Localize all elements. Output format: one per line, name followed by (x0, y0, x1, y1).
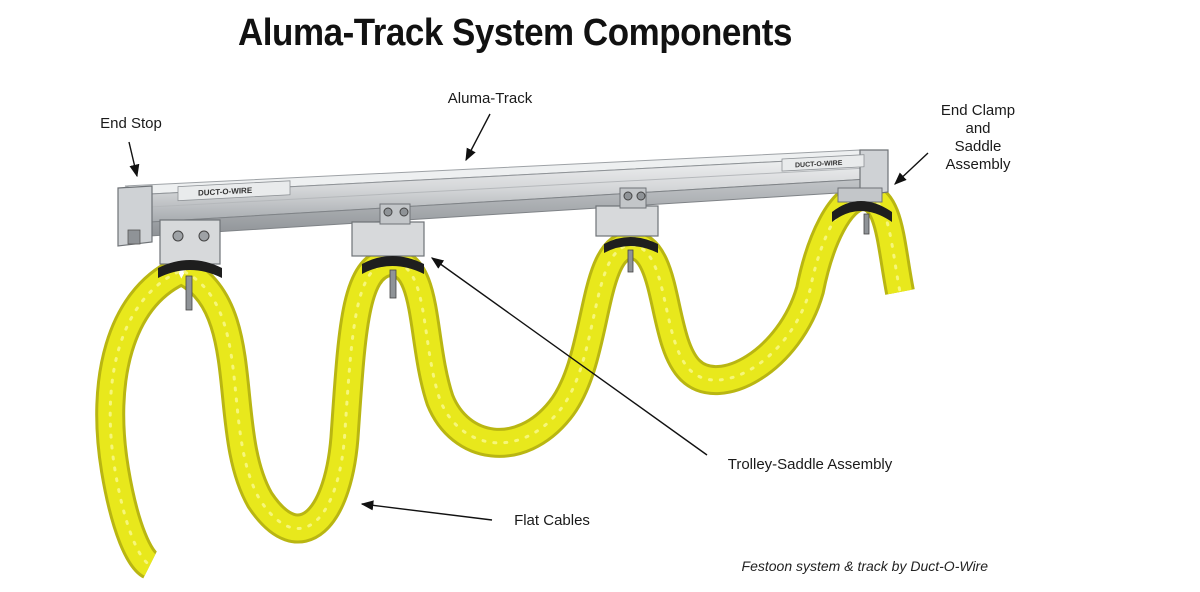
track-logo-plate-right (781, 154, 865, 172)
trolley-saddle-2 (595, 187, 659, 273)
label-end-stop: End Stop (100, 115, 162, 132)
label-end-clamp-line-4: Assembly (945, 156, 1011, 173)
arrow-trolley-saddle (430, 257, 708, 456)
flat-cables (95, 180, 915, 579)
arrow-end-stop (128, 141, 140, 178)
label-flat-cables: Flat Cables (514, 512, 590, 529)
arrow-flat-cables (360, 500, 493, 521)
end-clamp-left (158, 219, 222, 311)
end-clamp-right (832, 187, 892, 235)
flat-cable-main (98, 183, 912, 576)
track-logo-right: DUCT-O-WIRE (795, 160, 843, 169)
diagram-title: Aluma-Track System Components (238, 12, 792, 54)
label-end-clamp-saddle-assembly: End Clamp and Saddle Assembly (920, 102, 1036, 174)
label-end-clamp-line-2: and (965, 120, 991, 137)
pointer-arrows (128, 113, 929, 521)
image-credit: Festoon system & track by Duct-O-Wire (741, 558, 988, 574)
label-end-clamp-line-3: Saddle (954, 138, 1002, 155)
track-logo-plate-left (177, 180, 291, 202)
track-logo-left: DUCT-O-WIRE (198, 186, 253, 198)
label-aluma-track: Aluma-Track (447, 90, 533, 107)
trolley-saddle-1 (351, 203, 425, 299)
flat-cable-highlight (108, 194, 902, 567)
aluma-track: DUCT-O-WIRE DUCT-O-WIRE (117, 149, 889, 247)
arrow-aluma-track (465, 113, 491, 162)
end-stop-plate (117, 185, 153, 247)
label-end-clamp-line-1: End Clamp (940, 102, 1016, 119)
label-trolley-saddle-assembly: Trolley-Saddle Assembly (727, 456, 893, 473)
arrow-end-clamp (894, 152, 929, 185)
end-clamp-plate (859, 149, 889, 197)
